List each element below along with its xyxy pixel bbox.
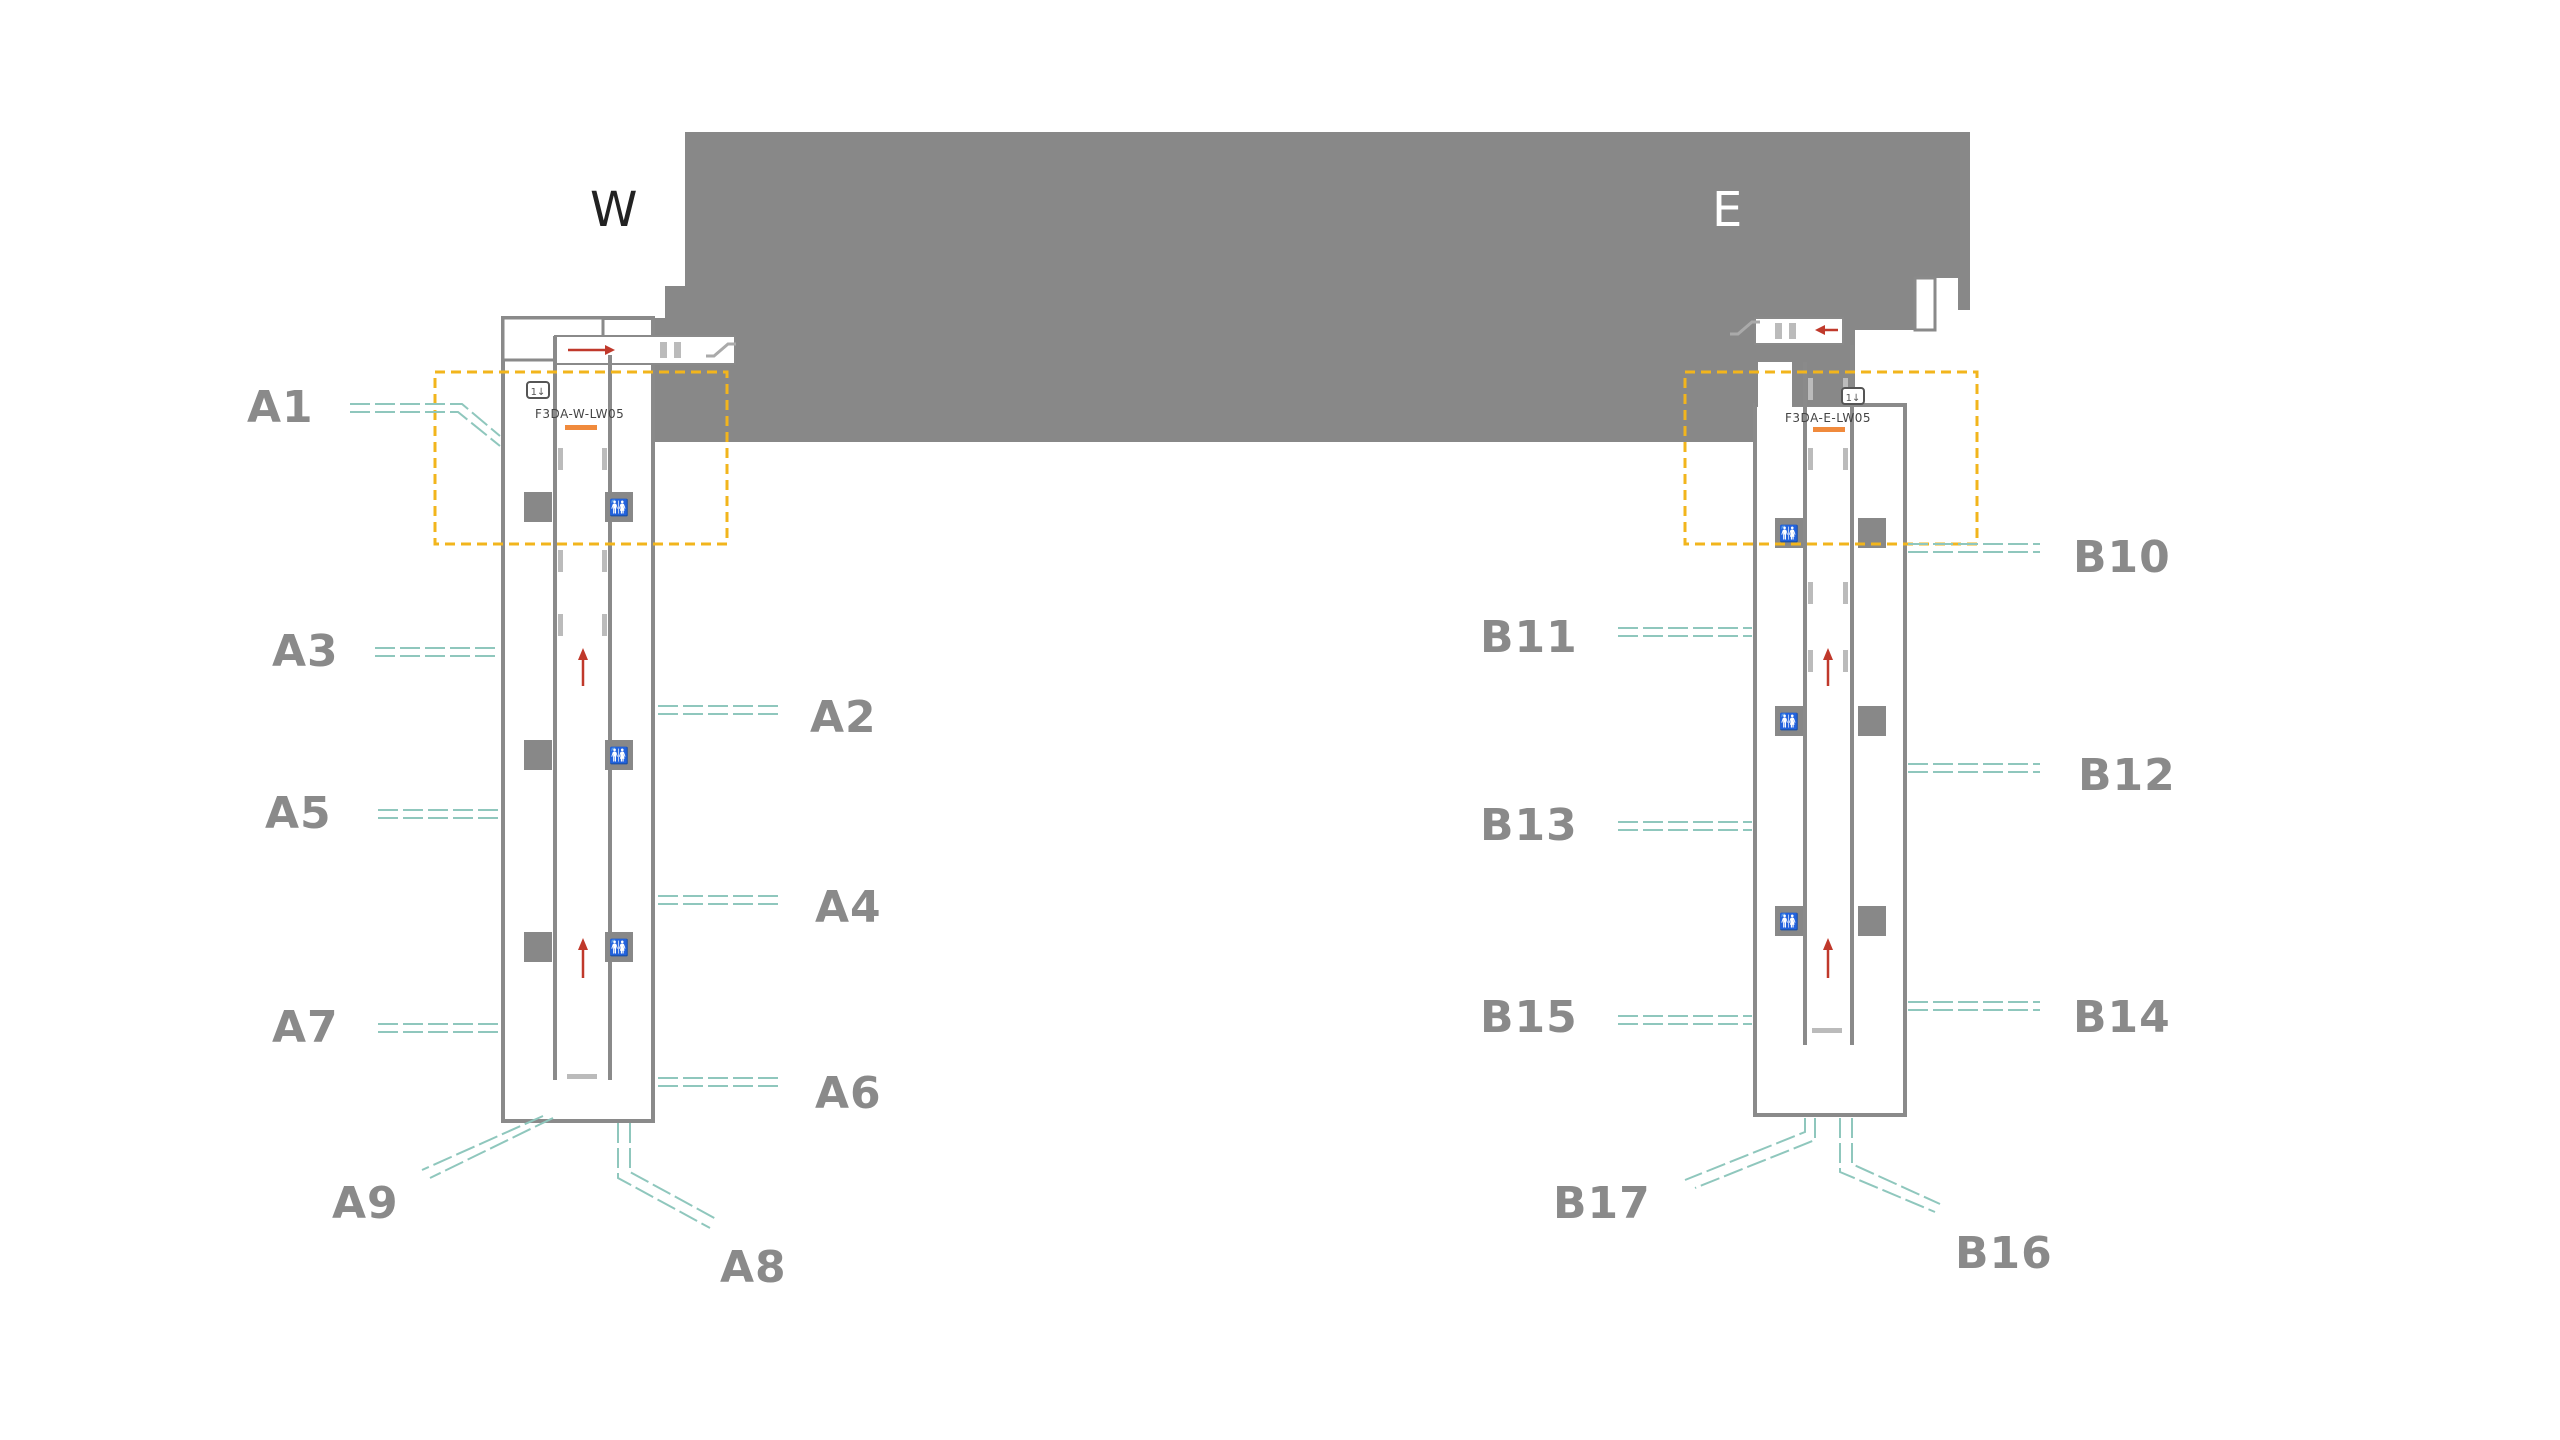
gate-label-a6: A6	[815, 1068, 882, 1119]
elevator-icon	[1858, 906, 1886, 936]
restroom-icon: 🚻	[605, 932, 633, 962]
restroom-icon: 🚻	[1775, 706, 1803, 736]
elevator-icon	[524, 492, 552, 522]
svg-text:1↓: 1↓	[1846, 393, 1861, 404]
east-elevators	[1858, 518, 1886, 936]
gate-label-b10: B10	[2073, 532, 2171, 583]
bridge-a6	[658, 1077, 780, 1087]
east-flow-arrows	[1815, 325, 1838, 978]
gate-label-b11: B11	[1480, 612, 1578, 663]
east-location-code: F3DA-E-LW05	[1785, 411, 1871, 425]
escalator-icon	[1730, 320, 1760, 336]
bridge-b14	[1908, 1001, 2040, 1011]
restroom-icon: 🚻	[1775, 906, 1803, 936]
west-restrooms: 🚻 🚻 🚻	[605, 492, 633, 962]
east-head-gap	[1758, 362, 1792, 407]
gate-label-b12: B12	[2078, 750, 2176, 801]
escalator-icon	[706, 342, 736, 358]
west-pier-outline	[501, 316, 655, 1123]
lift-icon	[1841, 387, 1865, 405]
elevator-icon	[524, 932, 552, 962]
svg-text:🚻: 🚻	[609, 746, 629, 765]
gate-label-a5: A5	[265, 788, 332, 839]
east-jet-bridges	[1618, 543, 2040, 1213]
gate-label-a7: A7	[272, 1002, 339, 1053]
bridge-b10	[1908, 543, 2040, 553]
gate-label-b15: B15	[1480, 992, 1578, 1043]
west-location-code: F3DA-W-LW05	[535, 407, 624, 421]
gate-label-a1: A1	[247, 382, 314, 433]
west-jet-bridges	[350, 403, 780, 1229]
bridge-a3	[375, 647, 500, 657]
location-marker	[565, 425, 597, 430]
west-corridor-markings	[558, 342, 681, 1079]
restroom-icon: 🚻	[605, 740, 633, 770]
east-pier-outline	[1753, 403, 1907, 1117]
svg-text:🚻: 🚻	[609, 938, 629, 957]
svg-text:1↓: 1↓	[531, 387, 546, 398]
west-elevators	[524, 492, 552, 962]
svg-text:🚻: 🚻	[1779, 912, 1799, 931]
bridge-a9	[421, 1115, 554, 1179]
bridge-b11	[1618, 627, 1752, 637]
gate-label-a9: A9	[332, 1178, 399, 1229]
bridge-a4	[658, 895, 780, 905]
gate-label-a3: A3	[272, 626, 339, 677]
svg-text:🚻: 🚻	[1779, 712, 1799, 731]
bridge-a2	[658, 705, 780, 715]
east-gate-labels: B10 B11 B12 B13 B14 B15 B17 B16	[1480, 532, 2176, 1279]
gate-label-b13: B13	[1480, 800, 1578, 851]
east-restrooms: 🚻 🚻 🚻	[1775, 518, 1803, 936]
bridge-b15	[1618, 1015, 1752, 1025]
east-small-box	[1913, 276, 1937, 332]
restroom-icon: 🚻	[605, 492, 633, 522]
bridge-a1	[350, 403, 501, 447]
bridge-b16	[1839, 1118, 1941, 1213]
west-pier: 🚻 🚻 🚻 1↓ F3DA-W-LW05	[433, 316, 736, 1123]
west-flow-arrows	[568, 345, 615, 978]
gate-label-a2: A2	[810, 692, 877, 743]
west-direction-label: W	[590, 182, 637, 238]
bridge-b13	[1618, 821, 1752, 831]
location-marker	[1813, 427, 1845, 432]
west-gate-labels: A1 A3 A5 A7 A9 A2 A4 A6 A8	[247, 382, 882, 1293]
east-walkway-box	[1754, 317, 1844, 345]
east-direction-label: E	[1712, 182, 1742, 238]
bridge-a5	[378, 809, 500, 819]
bridge-a7	[378, 1023, 500, 1033]
east-pier: 🚻 🚻 🚻 1↓ F3DA-E-LW05	[1683, 317, 1979, 1117]
bridge-b12	[1908, 763, 2040, 773]
bridge-b17	[1684, 1118, 1816, 1189]
svg-text:🚻: 🚻	[609, 498, 629, 517]
lift-icon	[526, 381, 550, 399]
gate-label-b14: B14	[2073, 992, 2171, 1043]
west-highlight-box	[433, 370, 729, 546]
gate-label-b17: B17	[1553, 1178, 1651, 1229]
elevator-icon	[524, 740, 552, 770]
gate-label-a4: A4	[815, 882, 882, 933]
gate-label-a8: A8	[720, 1242, 787, 1293]
gate-label-b16: B16	[1955, 1228, 2053, 1279]
east-highlight-box	[1683, 370, 1979, 546]
svg-text:🚻: 🚻	[1779, 524, 1799, 543]
terminal-building	[603, 132, 1970, 442]
elevator-icon	[1858, 706, 1886, 736]
bridge-a8	[617, 1123, 719, 1229]
